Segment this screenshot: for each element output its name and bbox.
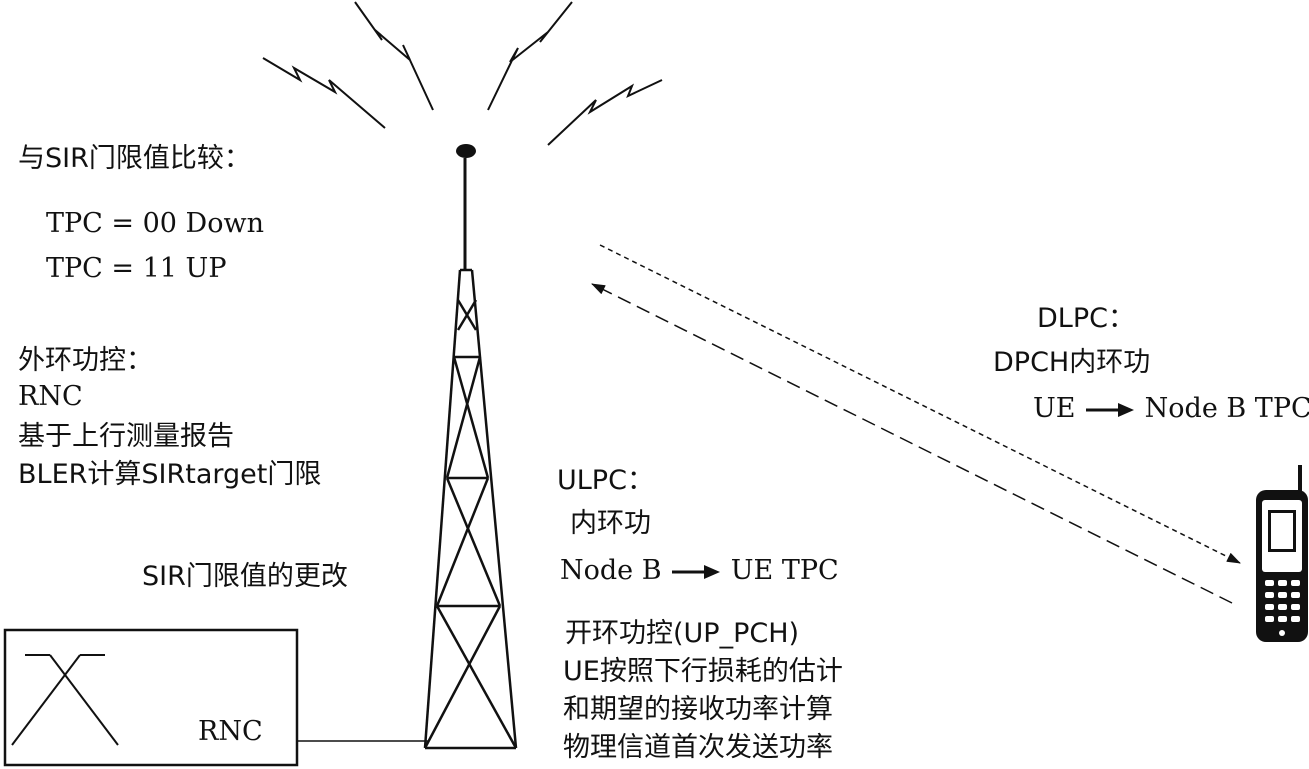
tpc-up-label: TPC = 11 UP: [46, 253, 227, 284]
outer-loop-title: 外环功控：: [18, 345, 153, 376]
right-arrow-icon: [1086, 402, 1135, 417]
open-loop-line1: UE按照下行损耗的估计: [563, 656, 843, 687]
outer-loop-rnc: RNC: [18, 381, 83, 412]
antenna-tower-icon: [423, 144, 518, 750]
outer-loop-basis: 基于上行测量报告: [18, 421, 234, 452]
sir-change-label: SIR门限值的更改: [142, 561, 348, 592]
tpc-down-label: TPC = 00 Down: [46, 208, 264, 239]
ulpc-title: ULPC：: [557, 465, 654, 496]
open-loop-title: 开环功控(UP_PCH): [565, 618, 800, 649]
dlpc-from: UE: [1033, 393, 1076, 424]
downlink-dashed-arrow: [599, 244, 1241, 564]
right-arrow-icon: [672, 564, 721, 579]
crossbar-switch-icon: [11, 654, 119, 746]
dlpc-title: DLPC：: [1037, 303, 1135, 334]
dlpc-direction: UE Node B TPC: [1033, 395, 1309, 422]
open-loop-line3: 物理信道首次发送功率: [563, 732, 833, 763]
ulpc-to: UE TPC: [730, 555, 839, 586]
tower-lattice: [423, 268, 518, 750]
ulpc-inner-loop: 内环功: [570, 508, 651, 539]
dlpc-to: Node B TPC: [1144, 393, 1309, 424]
rnc-box-label: RNC: [198, 716, 263, 747]
ulpc-direction: Node B UE TPC: [560, 557, 839, 584]
ulpc-from: Node B: [560, 555, 662, 586]
compare-title: 与SIR门限值比较：: [18, 143, 251, 174]
open-loop-line2: 和期望的接收功率计算: [563, 694, 833, 725]
antenna-tip: [456, 144, 476, 158]
mobile-phone-icon: [1256, 465, 1308, 642]
outer-loop-bler: BLER计算SIRtarget门限: [18, 459, 322, 490]
rnc-box: [3, 628, 299, 767]
radio-wave-icon: [262, 1, 663, 146]
dlpc-inner-loop: DPCH内环功: [993, 347, 1151, 378]
uplink-dashed-arrow: [591, 283, 1233, 604]
